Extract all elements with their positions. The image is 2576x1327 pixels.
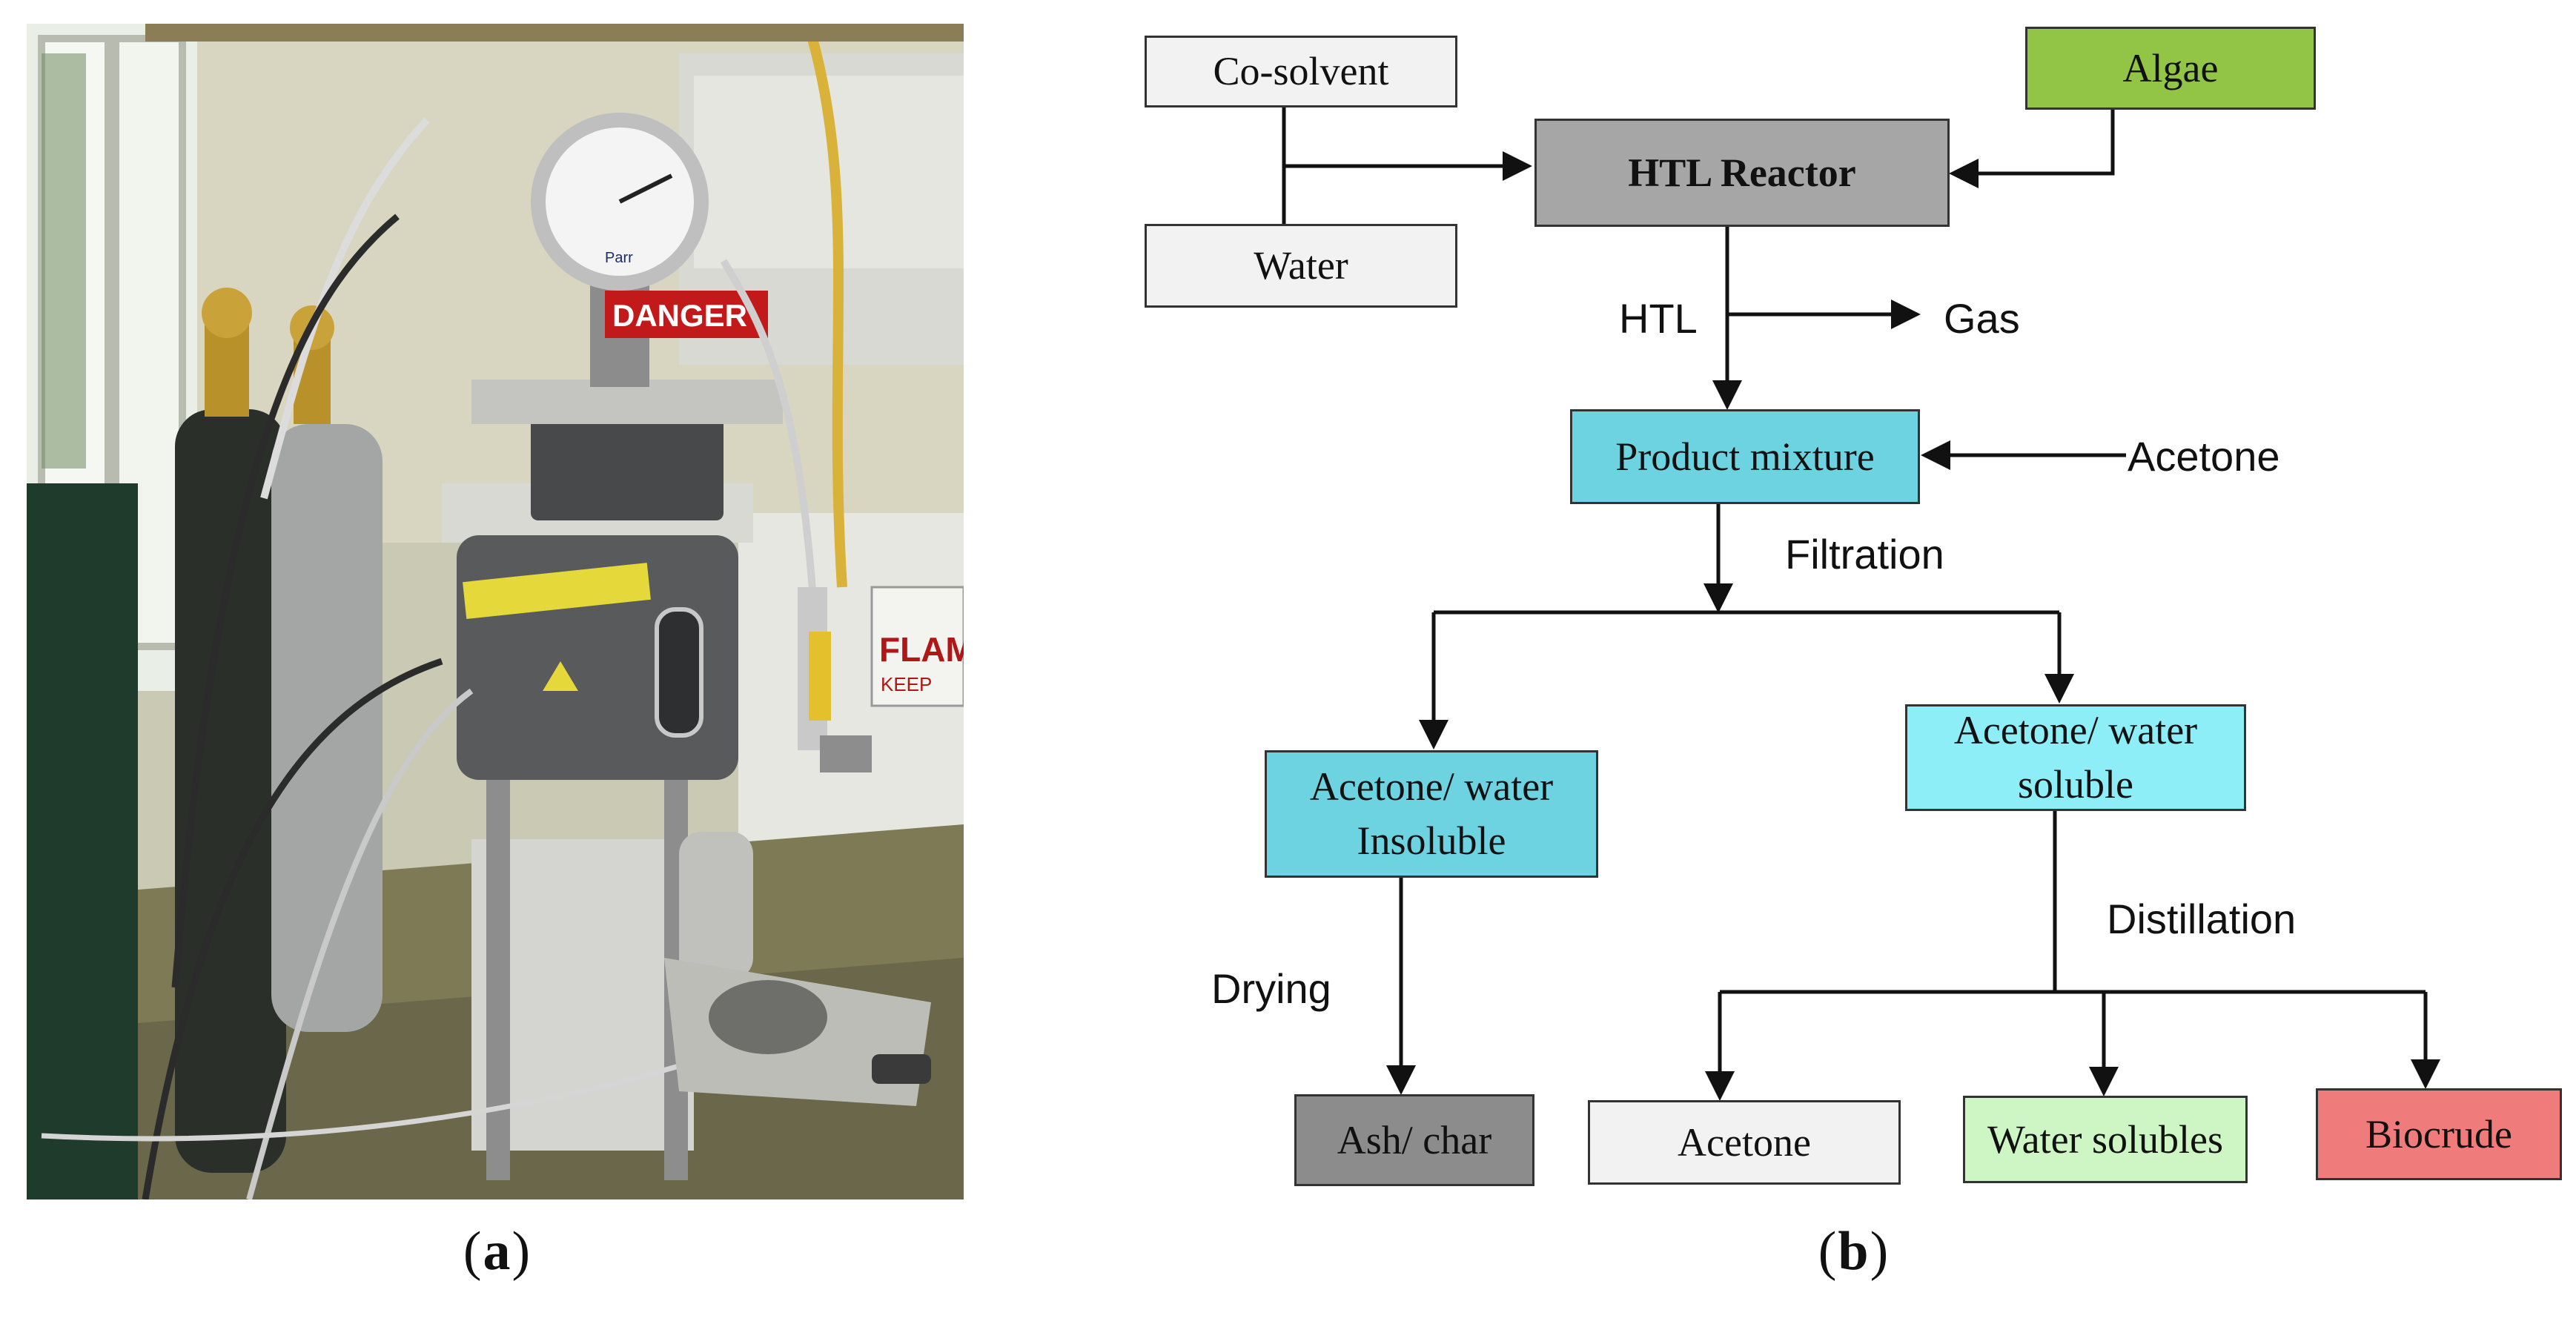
- caption-b-open: (: [1818, 1220, 1837, 1282]
- node-biocrude: Biocrude: [2316, 1088, 2562, 1180]
- edge-label-gas: Gas: [1944, 295, 2020, 342]
- node-soluble-label: Acetone/ water soluble: [1953, 708, 2198, 807]
- node-biocrude-label: Biocrude: [2365, 1111, 2512, 1156]
- arrow-algae-to-reactor: [1949, 108, 2115, 188]
- node-acetone-out-label: Acetone: [1678, 1119, 1811, 1165]
- gauge-tag-text: Parr: [605, 250, 633, 266]
- edge-label-filtration: Filtration: [1785, 531, 1944, 578]
- keep-sign-text: KEEP: [881, 673, 932, 695]
- node-cosolvent: Co-solvent: [1145, 36, 1457, 107]
- node-htl-reactor: HTL Reactor: [1534, 119, 1950, 227]
- caption-b: (b): [1779, 1207, 1927, 1296]
- node-soluble: Acetone/ water soluble: [1905, 704, 2246, 811]
- node-water-label: Water: [1254, 243, 1348, 288]
- edge-label-drying: Drying: [1211, 965, 1331, 1012]
- node-ash-char-label: Ash/ char: [1337, 1117, 1492, 1162]
- node-algae-label: Algae: [2122, 45, 2219, 90]
- reactor-photo: FLAM KEEP Parr DANGER: [27, 24, 964, 1199]
- node-product-mixture: Product mixture: [1570, 409, 1920, 504]
- edge-label-distillation: Distillation: [2107, 896, 2297, 942]
- reactor-photo-illustration: FLAM KEEP Parr DANGER: [27, 24, 964, 1199]
- node-insoluble: Acetone/ water Insoluble: [1265, 750, 1598, 878]
- node-algae: Algae: [2025, 27, 2316, 110]
- node-htl-reactor-label: HTL Reactor: [1628, 150, 1856, 195]
- node-cosolvent-label: Co-solvent: [1213, 49, 1389, 94]
- caption-b-close: ): [1870, 1220, 1889, 1282]
- caption-b-letter: b: [1838, 1220, 1869, 1282]
- caption-a: (a): [423, 1207, 571, 1296]
- edge-label-acetone-in: Acetone: [2128, 433, 2280, 480]
- node-ash-char: Ash/ char: [1294, 1094, 1534, 1186]
- caption-a-letter: a: [483, 1220, 511, 1282]
- flam-sign-text: FLAM: [879, 630, 964, 669]
- danger-sign-text: DANGER: [612, 298, 747, 333]
- caption-a-open: (: [463, 1220, 482, 1282]
- edge-label-htl: HTL: [1619, 295, 1698, 342]
- node-insoluble-label: Acetone/ water Insoluble: [1309, 764, 1554, 863]
- node-acetone-out: Acetone: [1588, 1100, 1901, 1185]
- node-water-solubles-label: Water solubles: [1987, 1116, 2224, 1162]
- node-product-mixture-label: Product mixture: [1615, 434, 1875, 479]
- node-water-solubles: Water solubles: [1963, 1096, 2248, 1183]
- node-water: Water: [1145, 224, 1457, 308]
- caption-a-close: ): [511, 1220, 531, 1282]
